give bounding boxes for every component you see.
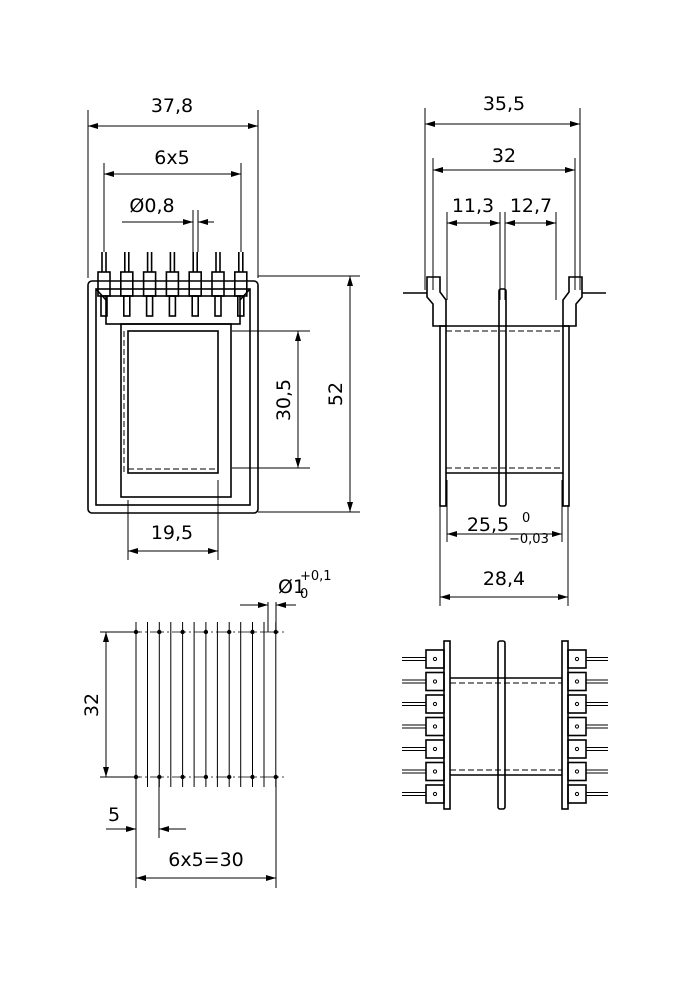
pcb-hole [180, 629, 185, 635]
bottom-right-flange [561, 640, 569, 810]
dim-core-tol-lower: −0,03 [509, 532, 549, 547]
bottom-terminal-right [567, 784, 587, 804]
bottom-terminal-hole [432, 656, 438, 662]
dim-bottom: 28,4 [483, 568, 525, 590]
front-terminal-slot [145, 295, 154, 317]
front-terminal-post [142, 271, 157, 297]
pcb-hole [203, 774, 209, 780]
bottom-terminal-hole [574, 769, 580, 774]
pcb-hole [250, 774, 255, 780]
pcb-hole-grid [128, 622, 284, 787]
dim-pitch-total: 6x5=30 [168, 849, 244, 871]
bottom-terminal-left [425, 739, 445, 759]
bottom-view [402, 640, 608, 810]
pcb-hole [157, 629, 162, 635]
dim-window-width: 19,5 [151, 522, 193, 544]
left-terminal-bracket [426, 276, 447, 327]
bottom-terminal-left [425, 784, 445, 804]
side-view: 35,5 32 11,3 12,7 25,5 0 −0,03 28,4 [403, 93, 606, 606]
bobbin-body-outline [87, 280, 259, 514]
bottom-terminal-right [567, 716, 587, 737]
dim-hole-tol-lower: 0 [300, 587, 308, 602]
dim-core: 25,5 [467, 514, 509, 536]
bottom-terminal-left [425, 671, 445, 692]
bottom-terminal-hole [432, 724, 438, 729]
dim-core-tol-upper: 0 [522, 511, 530, 526]
left-flange [439, 325, 447, 507]
right-flange [562, 325, 570, 507]
pcb-hole [227, 774, 232, 780]
front-terminal-slot [237, 295, 245, 317]
bottom-terminal-hole [432, 769, 438, 774]
bottom-terminal-hole [574, 791, 580, 797]
pcb-hole [273, 774, 278, 780]
bottom-terminal-right [567, 649, 587, 669]
bobbin-window [127, 330, 219, 474]
bottom-center-flange [497, 640, 506, 810]
front-terminal-slot [123, 295, 131, 317]
bottom-terminal-right [567, 739, 587, 759]
front-terminal-post [211, 271, 225, 297]
front-terminal-post [165, 271, 180, 297]
front-terminal-slot [168, 295, 177, 317]
front-view: 37,8 6x5 Ø0,8 19,5 52 30,5 [87, 95, 360, 560]
bottom-terminal-right [567, 671, 587, 692]
bobbin-core-frame [120, 323, 232, 498]
dim-hole-tol-upper: +0,1 [300, 569, 332, 584]
bottom-terminal-hole [432, 679, 438, 684]
bottom-terminal-hole [574, 724, 580, 729]
dim-height: 52 [325, 382, 347, 406]
pcb-hole [157, 774, 162, 780]
pcb-hole [227, 629, 232, 635]
dim-window-height: 30,5 [273, 379, 295, 421]
bottom-terminal-left [425, 649, 445, 669]
bottom-terminal-hole [432, 701, 438, 707]
side-extension-lines [424, 108, 581, 606]
dim-left-chamber: 11,3 [452, 195, 494, 217]
pcb-hole [250, 629, 255, 635]
bottom-terminal-hole [574, 701, 580, 707]
bottom-terminal-hole [432, 791, 438, 797]
front-terminal-slot [191, 295, 199, 317]
bottom-left-flange [443, 640, 451, 810]
bottom-terminal-right [567, 761, 587, 782]
dim-hole-diameter: Ø1 [278, 576, 305, 598]
bottom-terminal-right [567, 694, 587, 714]
dim-pin-diameter: Ø0,8 [129, 195, 174, 217]
bobbin-inner-outline [95, 288, 251, 506]
front-terminal-post [234, 271, 248, 297]
front-terminal-post [120, 271, 134, 297]
dim-overall: 35,5 [483, 93, 525, 115]
bottom-pins [402, 649, 608, 804]
pcb-hole [133, 629, 139, 635]
bottom-terminal-left [425, 761, 445, 782]
dim-width: 37,8 [151, 95, 193, 117]
bottom-terminal-hole [574, 656, 580, 662]
front-terminal-slot [214, 295, 222, 317]
front-terminal-slot [100, 295, 108, 317]
dim-flanges: 32 [492, 145, 516, 167]
pcb-hole [133, 774, 139, 780]
front-terminal-post [188, 271, 202, 297]
bottom-terminal-left [425, 694, 445, 714]
center-flange [498, 288, 507, 507]
dim-row-spacing: 32 [81, 693, 103, 717]
terminal-block [105, 295, 241, 325]
pcb-hole [273, 629, 278, 635]
bottom-terminal-hole [574, 679, 580, 684]
dim-pin-spacing: 6x5 [154, 147, 189, 169]
bottom-terminal-hole [574, 746, 580, 752]
terminal-block-chamfers [95, 288, 251, 301]
bottom-terminal-left [425, 716, 445, 737]
pcb-hole [180, 774, 185, 780]
dim-offset: 5 [108, 804, 120, 826]
front-pins [97, 252, 248, 317]
right-terminal-bracket [562, 276, 583, 327]
front-extension-lines [87, 110, 360, 560]
dim-right-chamber: 12,7 [510, 195, 552, 217]
pcb-layout: Ø1 +0,1 0 32 5 6x5=30 [81, 569, 332, 888]
pcb-hole [203, 629, 209, 635]
bottom-terminal-hole [432, 746, 438, 752]
